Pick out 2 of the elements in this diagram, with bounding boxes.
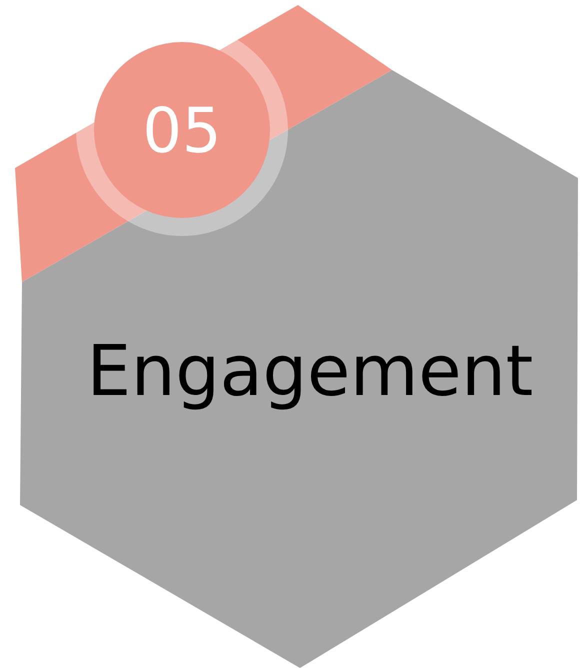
hexagon-title: Engagement bbox=[86, 330, 534, 412]
step-number: 05 bbox=[142, 94, 222, 166]
